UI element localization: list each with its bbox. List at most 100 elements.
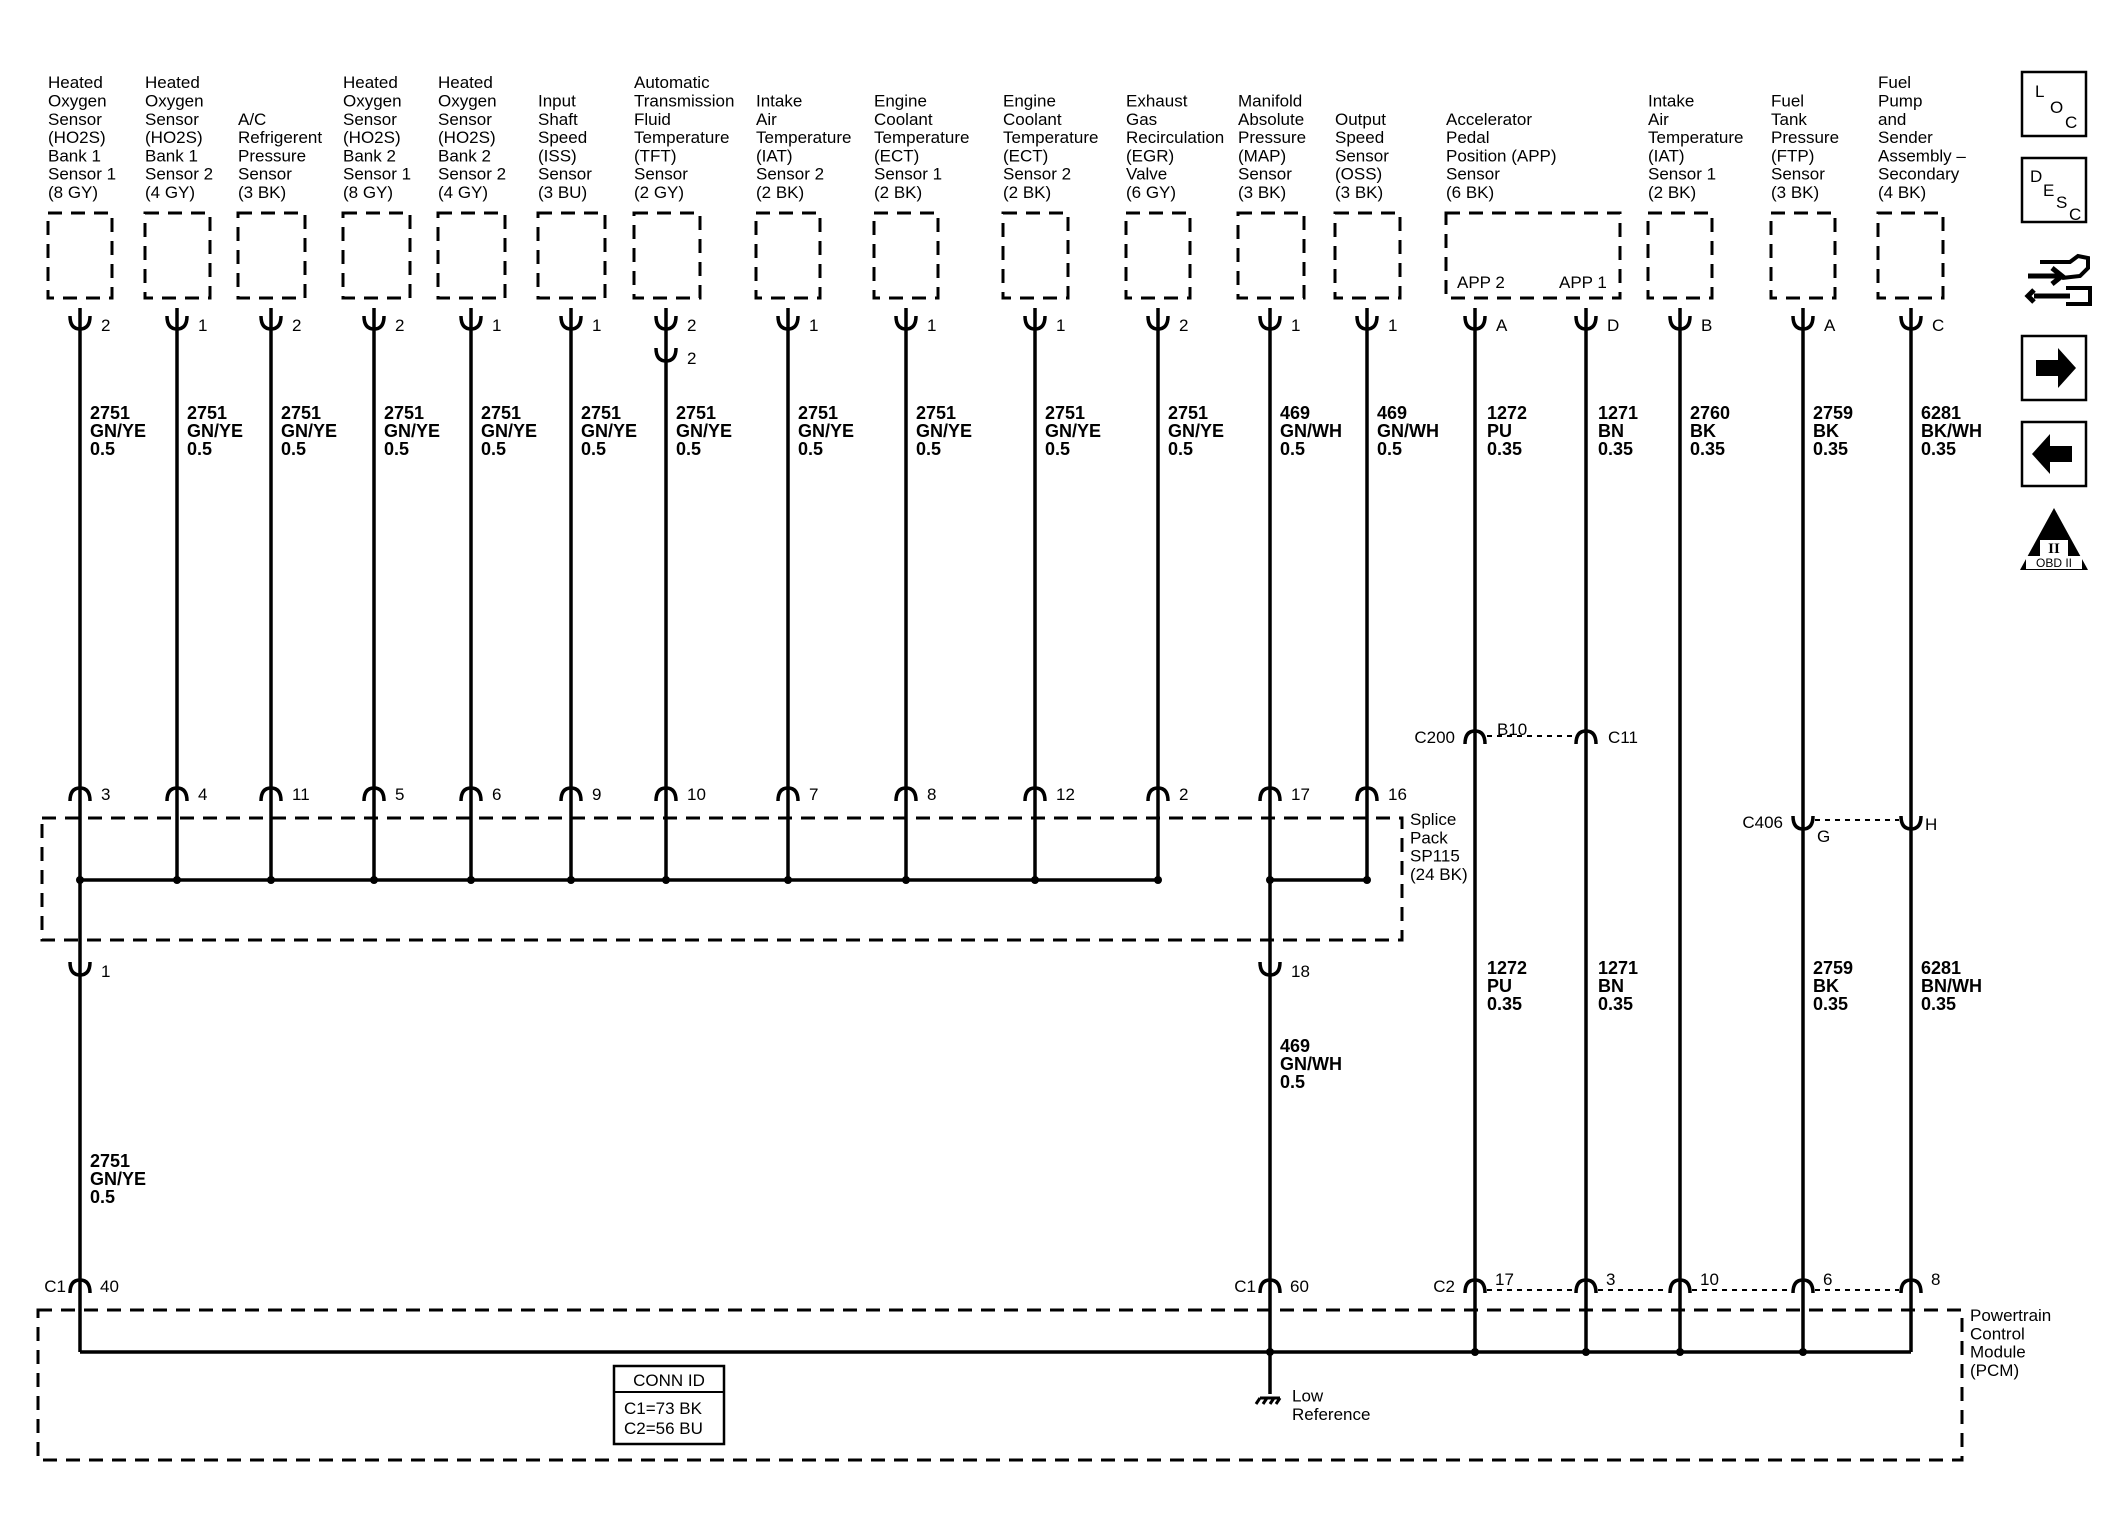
loc-button[interactable]: L O C — [2020, 70, 2088, 138]
sensor-title-s9-line: Temperature — [874, 128, 969, 147]
right-arrow-icon — [2036, 348, 2076, 388]
wire-label-s5-line: GN/YE — [481, 421, 537, 441]
conn-id-line-1: C1=73 BK — [624, 1399, 703, 1418]
conn-id-box — [612, 1364, 726, 1446]
wire-label-below-splice-left-line: GN/YE — [90, 1169, 146, 1189]
splice-junction — [1582, 1348, 1590, 1356]
desc-button[interactable]: D E S C — [2020, 156, 2088, 224]
loc-letter-1: L — [2035, 82, 2044, 101]
sensor-title-s8-line: (2 BK) — [756, 183, 804, 202]
wire-label-s9-line: 2751 — [916, 403, 956, 423]
sensor-title-s4-line: (HO2S) — [343, 128, 401, 147]
wire-label-below-splice-right-line: 0.5 — [1280, 1072, 1305, 1092]
wire-label-below-c200-a-line: PU — [1487, 976, 1512, 996]
sensor-box-s17 — [1876, 211, 1945, 300]
splice-junction — [1799, 1348, 1807, 1356]
sensor-title-s17-line: and — [1878, 110, 1906, 129]
sensor-box-s9 — [872, 211, 940, 300]
sensor-title-s16-line: (FTP) — [1771, 146, 1814, 165]
wire-label-s5-line: 0.5 — [481, 439, 506, 459]
sensor-pin-s7: 2 — [687, 316, 696, 335]
pcm-c2-pin-10: 10 — [1700, 1270, 1719, 1289]
sensor-title-s17-line: Secondary — [1878, 165, 1960, 184]
sensor-title-s6-line: (3 BU) — [538, 183, 587, 202]
c200-label: C200 — [1414, 728, 1455, 747]
sensor-title-s13-line: Speed — [1335, 128, 1384, 147]
sensor-title-s15-line: Air — [1648, 110, 1669, 129]
splice-junction — [1471, 1348, 1479, 1356]
wire-label-s7-line: GN/YE — [676, 421, 732, 441]
wire-label-app-d-line: 1271 — [1598, 403, 1638, 423]
splice-pin-s4: 5 — [395, 785, 404, 804]
splice-pin-s1: 3 — [101, 785, 110, 804]
sensor-title-s8-line: (IAT) — [756, 146, 793, 165]
wire-label-s3-line: GN/YE — [281, 421, 337, 441]
wire-label-app-d-line: 0.35 — [1598, 439, 1633, 459]
next-button[interactable] — [2020, 334, 2088, 402]
c200-pin-c11: C11 — [1608, 728, 1638, 747]
wire-label-s4-line: GN/YE — [384, 421, 440, 441]
sensor-pin-s17: C — [1932, 316, 1944, 335]
sensor-pin-s3: 2 — [292, 316, 301, 335]
splice-pin-s11: 2 — [1179, 785, 1188, 804]
sensor-title-s7-line: Automatic — [634, 73, 710, 92]
connector-tool-button[interactable] — [2024, 253, 2092, 306]
sensor-title-s9-line: Coolant — [874, 110, 933, 129]
sensor-title-s4-line: (8 GY) — [343, 183, 393, 202]
wire-label-app-d-line: BN — [1598, 421, 1624, 441]
sensor-title-s17-line: Fuel — [1878, 73, 1911, 92]
splice-pin-s10: 12 — [1056, 785, 1075, 804]
pcm-c2-pin-17: 17 — [1495, 1270, 1514, 1289]
wire-label-below-c200-b-line: BN — [1598, 976, 1624, 996]
wire-label-s13-line: 0.5 — [1377, 439, 1402, 459]
splice-pin-s2: 4 — [198, 785, 207, 804]
desc-letter-1: D — [2030, 167, 2042, 186]
sensor-title-s3-line: Refrigerent — [238, 128, 322, 147]
sensor-title-s2-line: (HO2S) — [145, 128, 203, 147]
obd-ii-label: OBD II — [2036, 556, 2072, 570]
c200-pin-b10: B10 — [1497, 720, 1527, 739]
sensor-title-s5-line: Sensor — [438, 110, 492, 129]
wire-label-s2-line: 0.5 — [187, 439, 212, 459]
sensor-title-s11-line: Exhaust — [1126, 92, 1188, 111]
sensor-title-s12-line: Pressure — [1238, 128, 1306, 147]
wire-label-app-a-line: 1272 — [1487, 403, 1527, 423]
sensor-title-s1-line: Bank 1 — [48, 146, 101, 165]
wire-label-s6-line: 0.5 — [581, 439, 606, 459]
sensor-title-s1-line: Heated — [48, 73, 103, 92]
wire-label-s17-line: 0.35 — [1921, 439, 1956, 459]
wire-label-below-c406-a-line: 0.35 — [1813, 994, 1848, 1014]
pcm-c1-label-right: C1 — [1234, 1277, 1256, 1296]
wire-label-below-splice-right-line: 469 — [1280, 1036, 1310, 1056]
sensor-title-s12-line: (3 BK) — [1238, 183, 1286, 202]
sensor-title-s5-line: Oxygen — [438, 92, 497, 111]
wire-label-s1-line: 0.5 — [90, 439, 115, 459]
back-button[interactable] — [2020, 420, 2088, 488]
sensor-title-s9-line: (2 BK) — [874, 183, 922, 202]
wire-label-below-splice-left-line: 0.5 — [90, 1187, 115, 1207]
wire-label-s8-line: 0.5 — [798, 439, 823, 459]
wire-label-s12-line: GN/WH — [1280, 421, 1342, 441]
wire-label-s9-line: GN/YE — [916, 421, 972, 441]
sensor-pin-s12: 1 — [1291, 316, 1300, 335]
splice-pin-s8: 7 — [809, 785, 818, 804]
sensor-title-s4-line: Oxygen — [343, 92, 402, 111]
sensor-title-s12-line: (MAP) — [1238, 146, 1286, 165]
obd-ii-button[interactable]: II OBD II — [2020, 508, 2088, 570]
wire-label-app-a-line: 0.35 — [1487, 439, 1522, 459]
wire-label-s16-line: BK — [1813, 421, 1839, 441]
sensor-box-s4 — [341, 211, 412, 300]
sensor-title-s15-line: Intake — [1648, 92, 1694, 111]
wire-label-s1-line: GN/YE — [90, 421, 146, 441]
wire-label-s2-line: 2751 — [187, 403, 227, 423]
sensor-pin-s6: 1 — [592, 316, 601, 335]
sensor-title-s13-line: Output — [1335, 110, 1386, 129]
sensor-title-s10-line: Sensor 2 — [1003, 165, 1071, 184]
sensor-title-s16-line: Fuel — [1771, 92, 1804, 111]
wire-label-below-c200-b-line: 1271 — [1598, 958, 1638, 978]
pcm-label-line: (PCM) — [1970, 1361, 2019, 1380]
sensor-title-s7-line: Temperature — [634, 128, 729, 147]
sensor-title-s2-line: Sensor 2 — [145, 165, 213, 184]
sensor-title-s16-line: (3 BK) — [1771, 183, 1819, 202]
